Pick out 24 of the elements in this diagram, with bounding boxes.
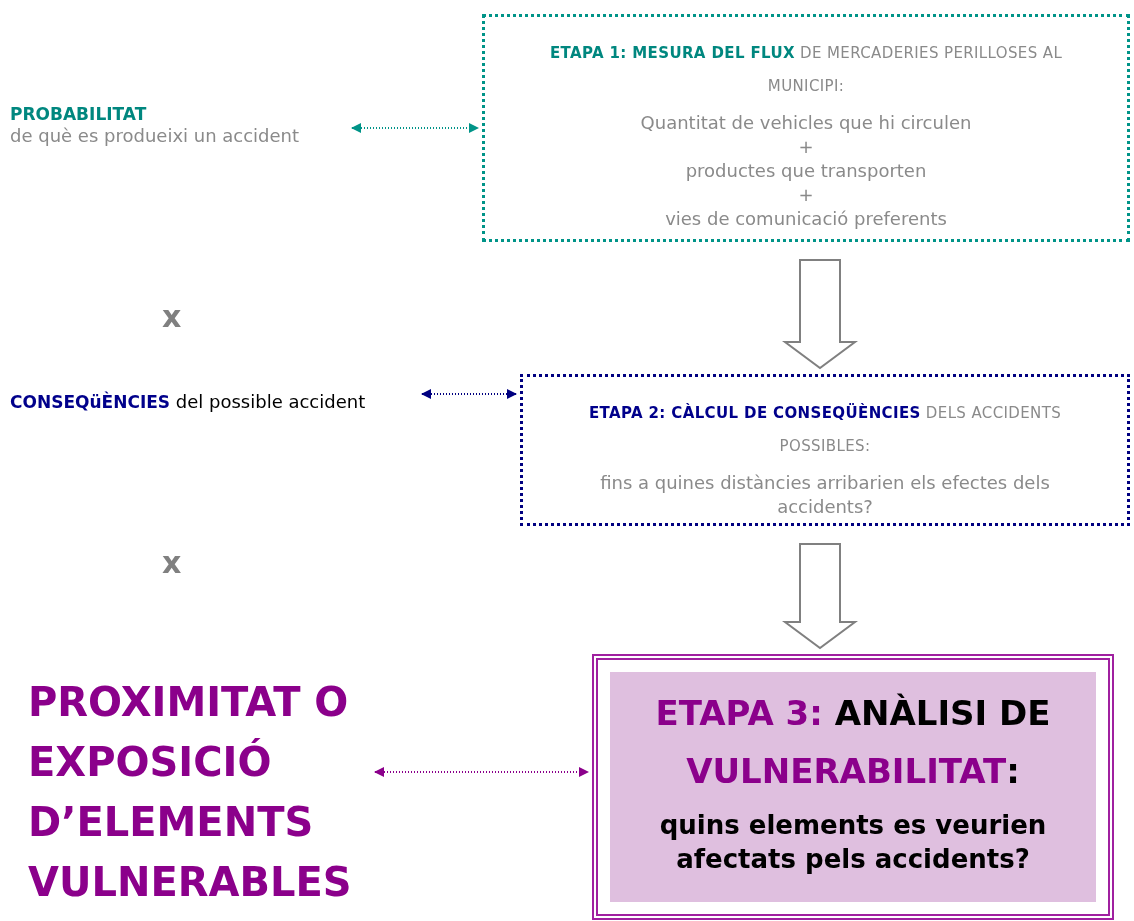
body-text: fins a quines distàncies arribarien els efectes dels accidents? [599, 471, 1051, 519]
multiply-sign: x [162, 302, 182, 332]
heading-text: PROXIMITAT O EXPOSICIÓ D’ELEMENTS VULNERABLES [28, 678, 353, 907]
block-arrow [781, 543, 859, 650]
heading-text: ETAPA 1: MESURA DEL FLUX DE MERCADERIES PERILLOSES AL MUNICIPI: [548, 43, 1064, 97]
plus-sign: + [798, 183, 814, 207]
highlight-box [592, 654, 1114, 920]
node-text: CONSEQüÈNCIES del possible accident [10, 390, 366, 414]
body-text: quins elements es veurien afectats pels accidents? [658, 809, 1048, 876]
double-arrow [374, 767, 589, 777]
double-arrow [351, 123, 479, 133]
multiply-sign: x [162, 548, 182, 578]
process-box [482, 14, 1130, 242]
heading-text: PROBABILITAT [10, 104, 147, 126]
body-text: de què es produeixi un accident [10, 125, 300, 148]
block-arrow [781, 259, 859, 370]
heading-text: ETAPA 2: CÀLCUL DE CONSEQÜÈNCIES DELS ACCIDENTS POSSIBLES: [587, 402, 1063, 457]
body-text: vies de comunicació preferents [665, 207, 947, 231]
plus-sign: + [798, 135, 814, 159]
heading-text: ETAPA 3: ANÀLISI DE VULNERABILITAT: [654, 692, 1052, 793]
double-arrow [421, 389, 517, 399]
body-text: productes que transporten [685, 159, 927, 183]
process-box [520, 374, 1130, 526]
body-text: Quantitat de vehicles que hi circulen [640, 111, 972, 135]
